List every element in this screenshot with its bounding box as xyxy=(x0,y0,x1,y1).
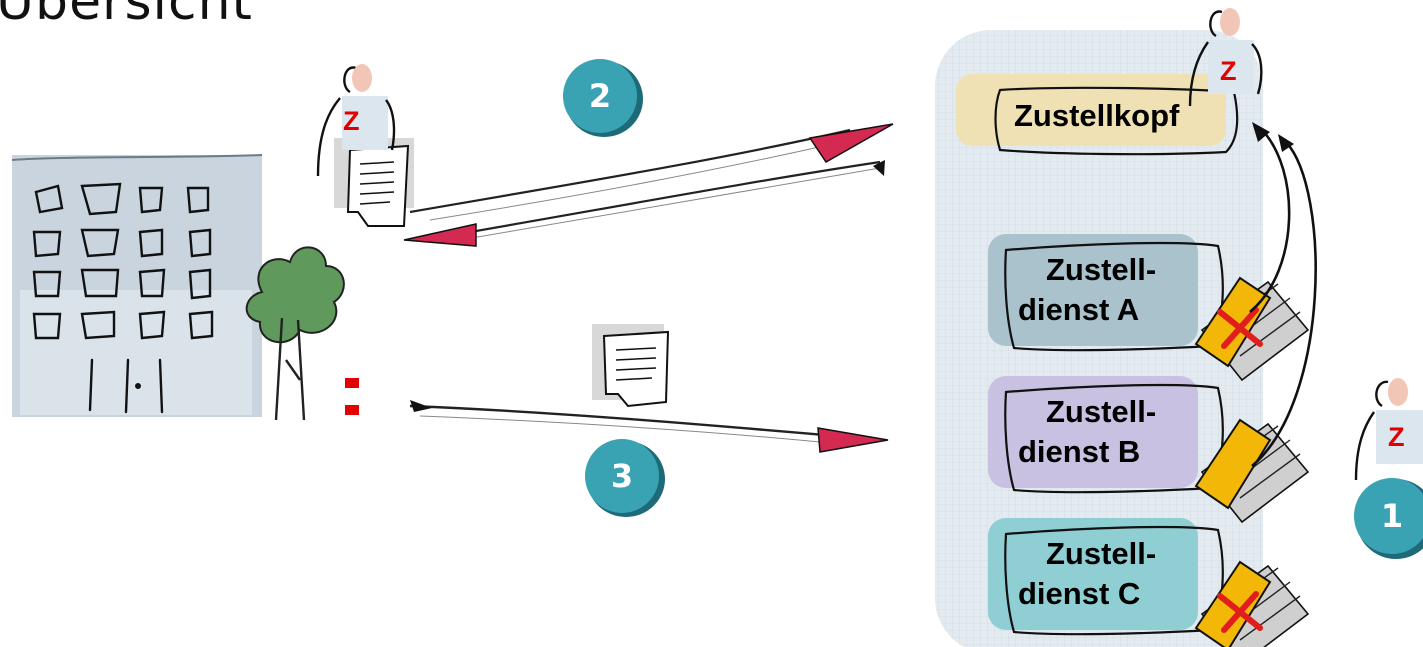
reject-mark-icon xyxy=(1217,591,1263,633)
service-c-line1: Zustell- xyxy=(1046,536,1157,571)
service-a-line1: Zustell- xyxy=(1046,252,1157,287)
z-badge: Z xyxy=(343,106,360,136)
step-circle-2 xyxy=(563,59,643,137)
red-marker-icon xyxy=(345,378,359,388)
document-icon xyxy=(334,138,414,227)
reject-mark-icon xyxy=(1217,307,1263,349)
service-b-line1: Zustell- xyxy=(1046,394,1157,429)
z-badge: Z xyxy=(1388,422,1405,452)
courier-person-icon xyxy=(1188,8,1263,107)
arrow-head-icon xyxy=(1278,134,1294,152)
step-number: 2 xyxy=(588,77,612,115)
office-building-icon xyxy=(11,154,263,417)
document-icon xyxy=(592,324,670,408)
service-b-line2: dienst B xyxy=(1018,434,1141,469)
zustellkopf-box xyxy=(956,74,1239,156)
step-circle-3 xyxy=(585,439,665,517)
step-number: 1 xyxy=(1380,497,1404,535)
service-c-line2: dienst C xyxy=(1018,576,1141,611)
courier-person-icon xyxy=(316,64,396,177)
folder-icon xyxy=(1194,418,1310,524)
delivery-arrow xyxy=(409,400,889,453)
slide-title: Übersicht xyxy=(0,0,253,32)
arrow-head-icon xyxy=(1252,122,1270,142)
step-circle-1 xyxy=(1354,478,1423,559)
selection-arrows xyxy=(1249,129,1317,467)
zustellkopf-label: Zustellkopf xyxy=(1014,98,1180,133)
step-number: 3 xyxy=(610,457,634,495)
tree-icon xyxy=(245,246,345,421)
recipient-person-icon xyxy=(1354,378,1423,481)
z-badge: Z xyxy=(1220,56,1237,86)
service-a-line2: dienst A xyxy=(1018,292,1140,327)
red-marker-icon xyxy=(345,405,359,415)
upper-exchange-arrows xyxy=(403,123,894,247)
